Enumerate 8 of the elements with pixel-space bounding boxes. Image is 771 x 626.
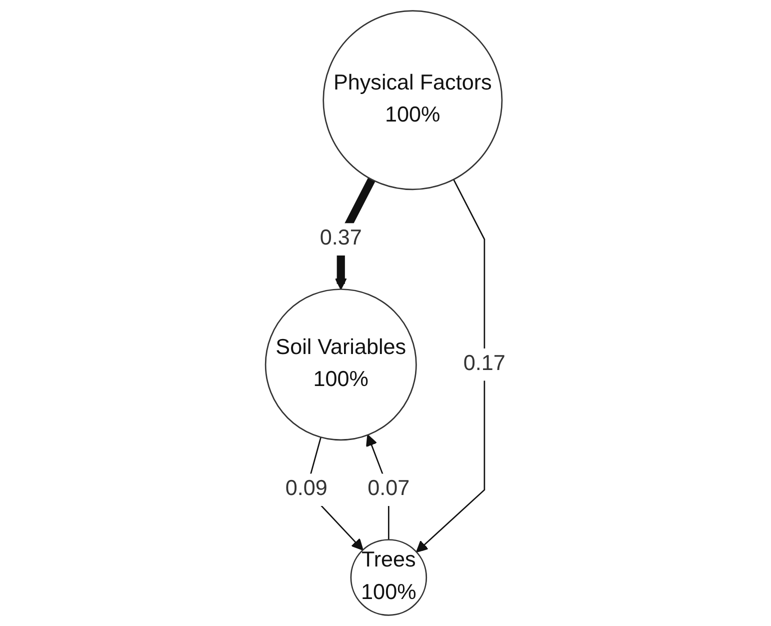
arrow: [416, 179, 486, 553]
edge-label: 0.37: [320, 227, 362, 250]
edge-label: 0.17: [463, 352, 506, 376]
edge-label: 0.09: [285, 478, 328, 501]
node-circle: Soil Variables 100%: [264, 288, 417, 441]
node-circle: Physical Factors 100%: [322, 10, 503, 190]
node-circle: Trees 100%: [350, 539, 428, 616]
edge-label: 0.07: [368, 478, 410, 501]
